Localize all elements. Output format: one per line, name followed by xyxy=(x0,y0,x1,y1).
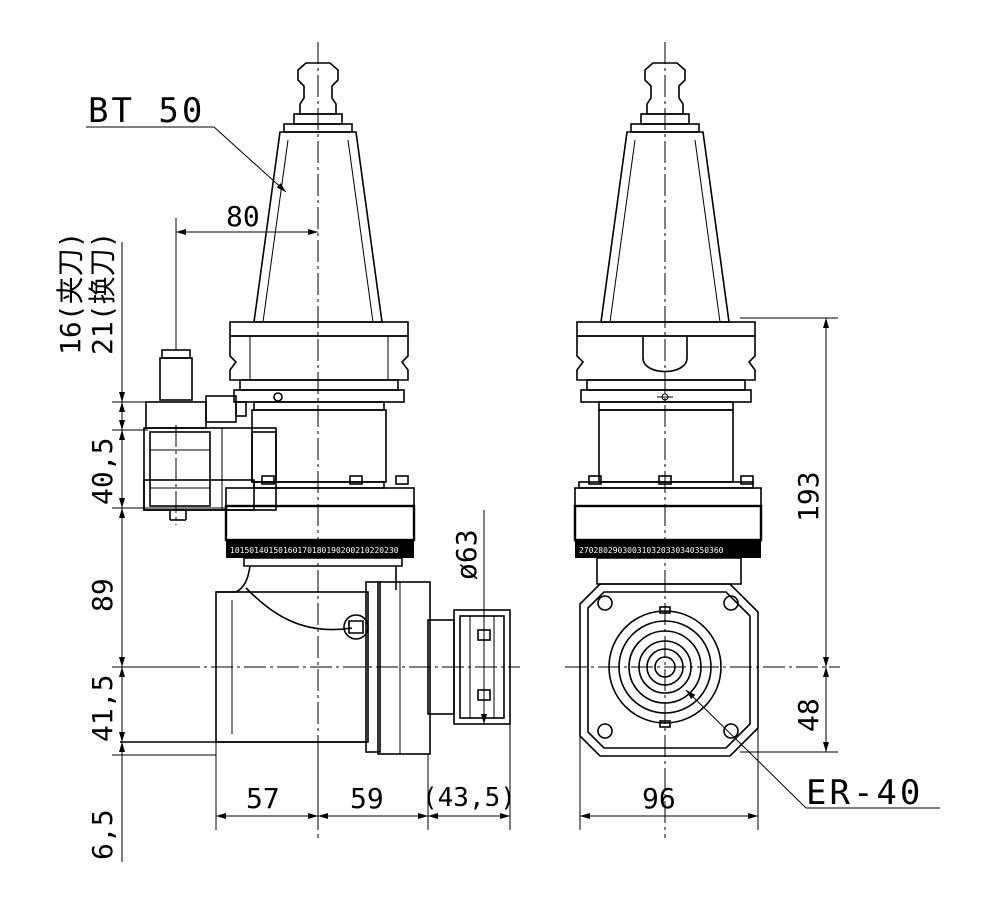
left-housing xyxy=(215,581,455,755)
dim-89: 89 xyxy=(86,578,119,612)
dimension-lines xyxy=(86,126,940,862)
right-base-ring: 270280290300310320330340350360 xyxy=(573,487,763,585)
left-flange xyxy=(229,321,409,403)
left-view: 10150140150160170180190200210220230 xyxy=(120,62,511,755)
dim-16: 16(夹刀) xyxy=(54,232,87,355)
right-view: 270280290300310320330340350360 xyxy=(573,62,763,757)
dim-21: 21(换刀) xyxy=(86,232,119,355)
center-lines xyxy=(175,42,840,838)
right-flange xyxy=(576,321,756,403)
dim-41-5: 41,5 xyxy=(86,675,119,742)
left-angle-scale: 10150140150160170180190200210220230 xyxy=(230,546,399,555)
er40-label: ER-40 xyxy=(806,773,923,813)
dim-6-5: 6,5 xyxy=(86,809,119,860)
labels: BT 50 ER-40 80 57 59 (43,5) 96 16(夹刀) 21… xyxy=(54,91,923,860)
right-body xyxy=(578,401,754,489)
dim-43-5: (43,5) xyxy=(422,783,516,813)
dim-59: 59 xyxy=(350,782,384,815)
dim-63-diameter: ø63 xyxy=(450,529,483,580)
left-base-ring: 10150140150160170180190200210220230 xyxy=(224,487,416,567)
right-angle-scale: 270280290300310320330340350360 xyxy=(579,546,724,555)
left-neck xyxy=(216,565,397,631)
dim-96: 96 xyxy=(642,782,676,815)
dim-193: 193 xyxy=(792,471,825,522)
dim-57: 57 xyxy=(246,782,280,815)
dim-40-5: 40,5 xyxy=(86,438,119,505)
dim-48: 48 xyxy=(792,698,825,732)
left-side-block xyxy=(143,349,277,521)
right-housing-face xyxy=(579,583,759,757)
bt50-label: BT 50 xyxy=(88,91,205,131)
dim-80: 80 xyxy=(226,200,260,233)
